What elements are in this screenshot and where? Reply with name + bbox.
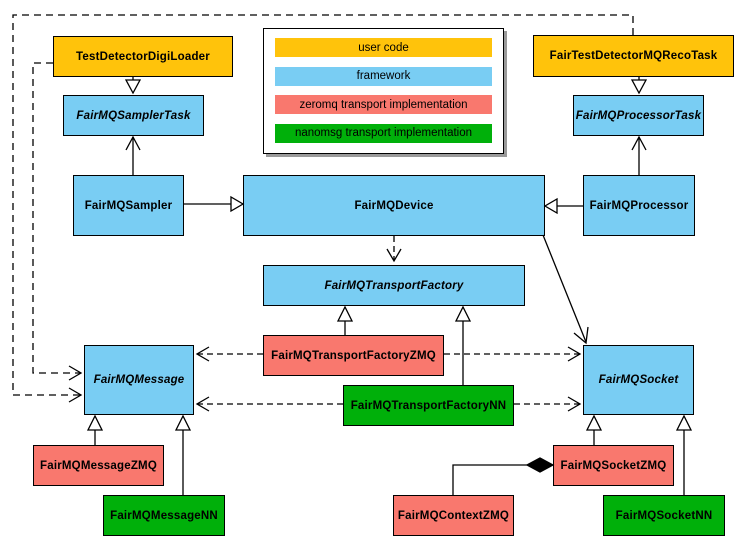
legend-label: framework [356,70,411,83]
node-fairmqprocessor: FairMQProcessor [583,175,695,236]
node-label: FairMQTransportFactoryZMQ [271,349,436,362]
node-label: FairMQSampler [84,199,173,212]
node-fairmqprocessortask: FairMQProcessorTask [573,95,704,136]
node-label: FairMQMessage [93,374,185,386]
node-label: FairMQDevice [354,199,434,212]
edge-dashed-transportfactorynn-message [195,396,343,412]
edge-dashed-device-transportfactory [386,236,402,263]
legend-item-framework: framework [275,66,492,86]
edge-arrow-sampler-samplertask [125,135,141,175]
node-fairmqsamplertask: FairMQSamplerTask [63,95,204,136]
node-fairmqsocketzmq: FairMQSocketZMQ [553,445,674,486]
edge-dashed-transportfactoryzmq-socket [444,346,582,362]
node-label: FairMQSocketNN [615,509,713,522]
edge-inheritance-processor-device [543,197,583,215]
legend-label: zeromq transport implementation [299,98,468,111]
node-label: FairMQSamplerTask [76,109,191,122]
node-label: FairMQProcessorTask [575,109,702,122]
node-fairmqmessage: FairMQMessage [84,345,194,415]
node-fairmqtransportfactoryzmq: FairMQTransportFactoryZMQ [263,335,444,376]
node-fairmqsocketnn: FairMQSocketNN [603,495,725,536]
node-testdetectordigiloader: TestDetectorDigiLoader [53,36,233,77]
edge-dashed-transportfactoryzmq-message [195,346,263,362]
legend-item-nanomsg: nanomsg transport implementation [275,123,492,143]
edge-arrow-device-socket [542,234,589,345]
legend-item-zeromq: zeromq transport implementation [275,95,492,115]
node-fairmqmessagenn: FairMQMessageNN [103,495,225,536]
edge-composition-contextzmq-socketzmq [452,457,555,495]
edge-inheritance-recotask-processortask [630,77,648,95]
node-label: FairMQMessageNN [110,509,218,522]
edge-inheritance-sampler-device [184,195,245,213]
edge-dashed-transportfactorynn-socket [514,396,582,412]
node-label: FairMQMessageZMQ [40,459,157,472]
node-label: FairMQSocketZMQ [560,459,667,472]
node-fairmqtransportfactory: FairMQTransportFactory [263,265,525,306]
edge-inheritance-socketzmq-socket [585,414,603,445]
node-fairmqtransportfactorynn: FairMQTransportFactoryNN [343,385,514,426]
edge-inheritance-transportfactoryzmq-transportfactory [336,305,354,335]
legend-item-user-code: user code [275,38,492,57]
node-fairmqsampler: FairMQSampler [73,175,184,236]
edge-inheritance-transportfactorynn-transportfactory [454,305,472,385]
node-label: FairTestDetectorMQRecoTask [549,50,718,62]
legend-label: nanomsg transport implementation [294,127,473,140]
node-fairmqsocket: FairMQSocket [583,345,694,415]
node-label: FairMQContextZMQ [397,509,510,522]
legend-label: user code [358,41,409,54]
node-fairmqdevice: FairMQDevice [243,175,545,236]
edge-inheritance-socketnn-socket [675,414,693,495]
node-fairtestdetectormqrecotask: FairTestDetectorMQRecoTask [533,35,734,77]
node-fairmqcontextzmq: FairMQContextZMQ [393,495,514,536]
node-label: FairMQProcessor [589,199,689,212]
edge-inheritance-messagenn-message [174,414,192,495]
edge-inheritance-digiloader-samplertask [124,77,142,95]
node-label: FairMQSocket [598,374,679,386]
node-fairmqmessagezmq: FairMQMessageZMQ [33,445,164,486]
node-label: TestDetectorDigiLoader [76,50,210,63]
node-label: FairMQTransportFactory [324,279,464,292]
edge-inheritance-messagezmq-message [86,414,104,445]
node-label: FairMQTransportFactoryNN [350,399,507,412]
edge-arrow-processor-processortask [631,135,647,175]
legend: user code framework zeromq transport imp… [263,28,504,154]
